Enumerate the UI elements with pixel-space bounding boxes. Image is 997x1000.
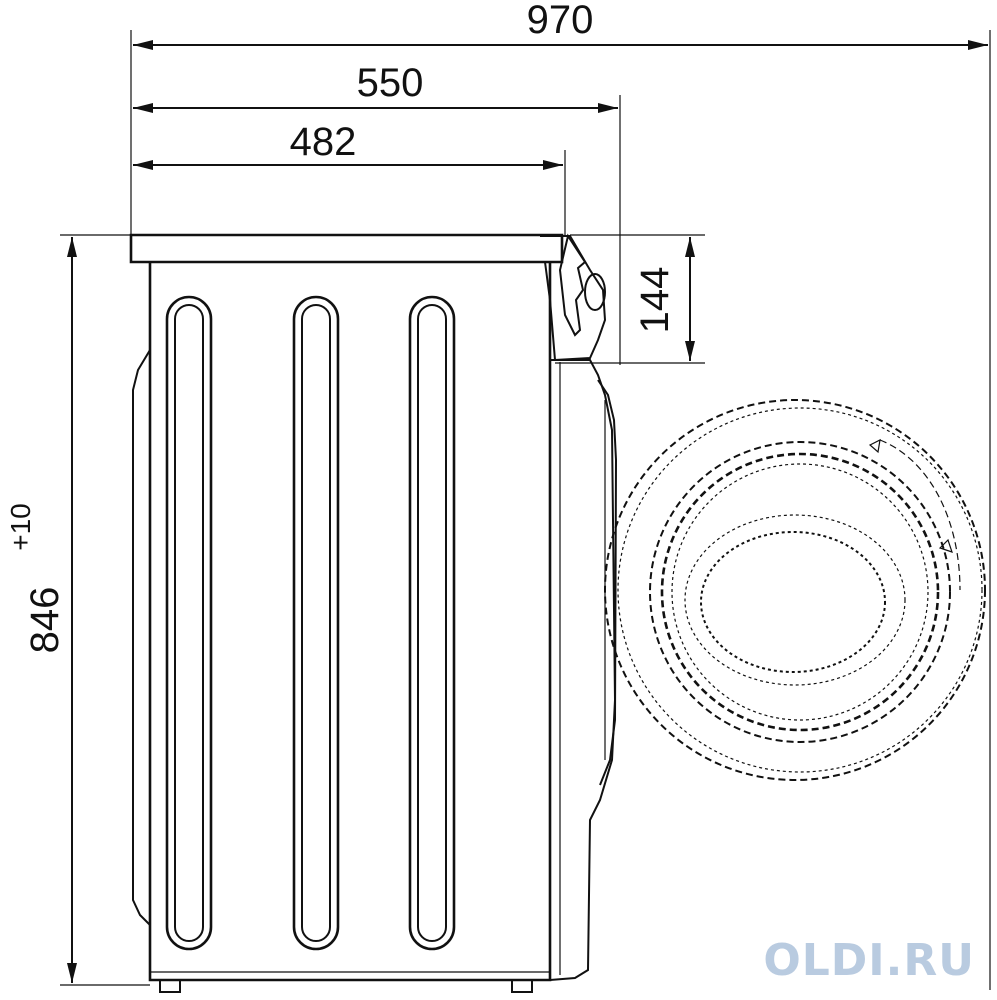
side-ribs: [165, 295, 456, 951]
extension-lines: [60, 30, 991, 990]
dimension-label-970: 970: [527, 0, 594, 42]
door-hinge: [597, 379, 618, 786]
dimension-label-550: 550: [357, 61, 424, 105]
watermark-logo: OLDI.RU: [763, 935, 975, 986]
dimension-label-846: 846: [23, 587, 67, 654]
dimension-970: 970: [133, 0, 988, 50]
dimension-label-482: 482: [290, 120, 357, 164]
dimension-144: 144: [633, 237, 695, 361]
dimension-482: 482: [133, 120, 563, 170]
dimension-846: 846 +10: [5, 237, 77, 983]
dimension-550: 550: [133, 61, 618, 113]
control-panel: [540, 233, 607, 362]
dimension-label-144: 144: [633, 267, 677, 334]
open-door-outline: [604, 399, 986, 781]
dimension-tolerance-label: +10: [5, 503, 36, 551]
program-knob-icon: [558, 233, 587, 337]
